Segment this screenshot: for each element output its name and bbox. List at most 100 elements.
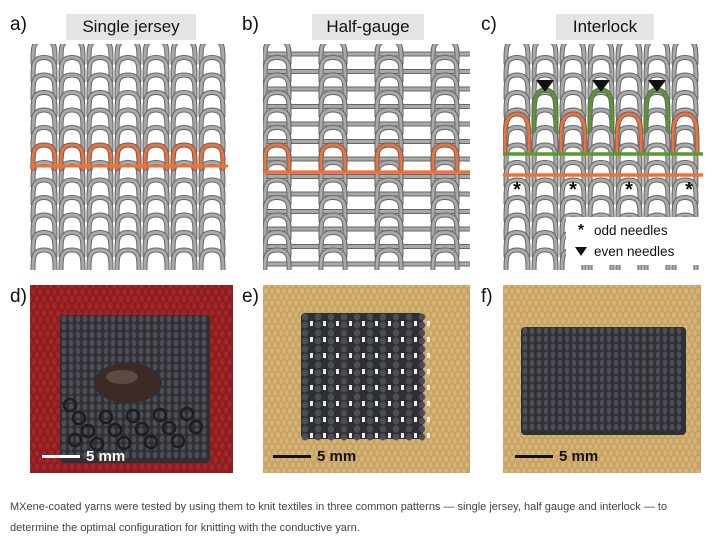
knit-loop — [86, 212, 114, 242]
knit-loop — [30, 212, 58, 242]
knit-loop — [374, 107, 404, 137]
knit-loop — [114, 229, 142, 259]
knit-loop — [142, 54, 170, 84]
knit-loop — [86, 177, 114, 207]
knit-loop — [262, 194, 292, 224]
knit-loop — [58, 229, 86, 259]
knit-loop — [587, 72, 615, 102]
knit-loop — [503, 72, 531, 102]
knit-loop — [198, 54, 226, 84]
photo-half-gauge-swatch — [263, 285, 470, 473]
knit-loop — [30, 54, 58, 84]
knit-loop — [30, 124, 58, 154]
knit-loop — [142, 72, 170, 102]
knit-loop — [30, 229, 58, 259]
knit-loop — [58, 72, 86, 102]
knit-loop — [503, 89, 531, 119]
knit-loop — [170, 177, 198, 207]
knit-loop — [430, 247, 460, 277]
knit-loop — [170, 107, 198, 137]
knit-loop — [559, 72, 587, 102]
knit-loop — [531, 72, 559, 102]
panel-letter-c: c) — [481, 14, 497, 35]
knit-loop — [374, 177, 404, 207]
knit-loop — [430, 159, 460, 189]
knit-loop — [318, 89, 348, 119]
knit-loop — [198, 72, 226, 102]
knit-loop — [643, 194, 671, 224]
knit-loop — [142, 177, 170, 207]
knit-loop — [114, 124, 142, 154]
knit-loop — [114, 54, 142, 84]
knit-loop — [170, 54, 198, 84]
knit-loop — [198, 89, 226, 119]
even-needle-marker-icon — [536, 80, 554, 92]
mxene-loop — [170, 142, 198, 172]
photo-interlock-swatch — [503, 285, 701, 473]
mxene-loop — [614, 111, 644, 155]
mxene-loop — [558, 111, 588, 155]
panel-title-interlock: Interlock — [556, 14, 654, 40]
knit-loop — [531, 177, 559, 207]
knit-loop — [262, 159, 292, 189]
knit-loop — [198, 107, 226, 137]
mxene-loop — [30, 142, 58, 172]
knit-loop — [170, 159, 198, 189]
knit-loop — [671, 194, 699, 224]
knit-loop — [615, 142, 643, 172]
odd-needle-marker-icon: * — [569, 179, 577, 201]
knit-loop — [430, 54, 460, 84]
knit-loop — [615, 89, 643, 119]
knit-loop — [30, 72, 58, 102]
knit-loop — [559, 142, 587, 172]
mxene-loop — [86, 142, 114, 172]
knit-loop — [374, 72, 404, 102]
knit-loop — [318, 107, 348, 137]
knit-loop — [318, 177, 348, 207]
knit-loop — [503, 229, 531, 259]
scale-bar-f: 5 mm — [515, 448, 598, 465]
interlock-patch — [521, 327, 686, 435]
scale-bar-e: 5 mm — [273, 448, 356, 465]
knit-loop — [374, 247, 404, 277]
knit-loop — [114, 89, 142, 119]
knit-loop — [671, 142, 699, 172]
knit-loop — [198, 212, 226, 242]
knit-loop — [142, 212, 170, 242]
knit-loop — [58, 194, 86, 224]
knit-loop — [374, 124, 404, 154]
photo-single-jersey-swatch — [30, 285, 233, 473]
knit-loop — [86, 72, 114, 102]
knit-loop — [142, 124, 170, 154]
knit-loop — [30, 247, 58, 277]
knit-loop — [262, 54, 292, 84]
knit-loop — [198, 247, 226, 277]
knit-loop — [30, 89, 58, 119]
knit-loop — [430, 124, 460, 154]
knit-loop — [503, 54, 531, 84]
scale-bar-line — [515, 455, 553, 458]
knit-loop — [318, 159, 348, 189]
panel-letter-f: f) — [481, 286, 493, 307]
knit-loop — [262, 212, 292, 242]
knit-loop — [170, 124, 198, 154]
knit-loop — [142, 194, 170, 224]
knit-loop — [170, 212, 198, 242]
knit-loop — [430, 194, 460, 224]
knit-loop — [615, 72, 643, 102]
knit-loop — [430, 177, 460, 207]
knit-loop — [318, 194, 348, 224]
knit-loop — [559, 194, 587, 224]
knit-loop — [86, 194, 114, 224]
mxene-loop — [374, 142, 404, 172]
knit-loop — [142, 107, 170, 137]
knit-loop — [318, 247, 348, 277]
knit-loop — [531, 229, 559, 259]
knit-loop — [531, 212, 559, 242]
knit-loop — [318, 124, 348, 154]
half-gauge-patch — [301, 313, 430, 441]
knit-loop — [114, 194, 142, 224]
panel-title-half-gauge: Half-gauge — [312, 14, 424, 40]
knit-loop — [170, 229, 198, 259]
knit-loop — [198, 159, 226, 189]
